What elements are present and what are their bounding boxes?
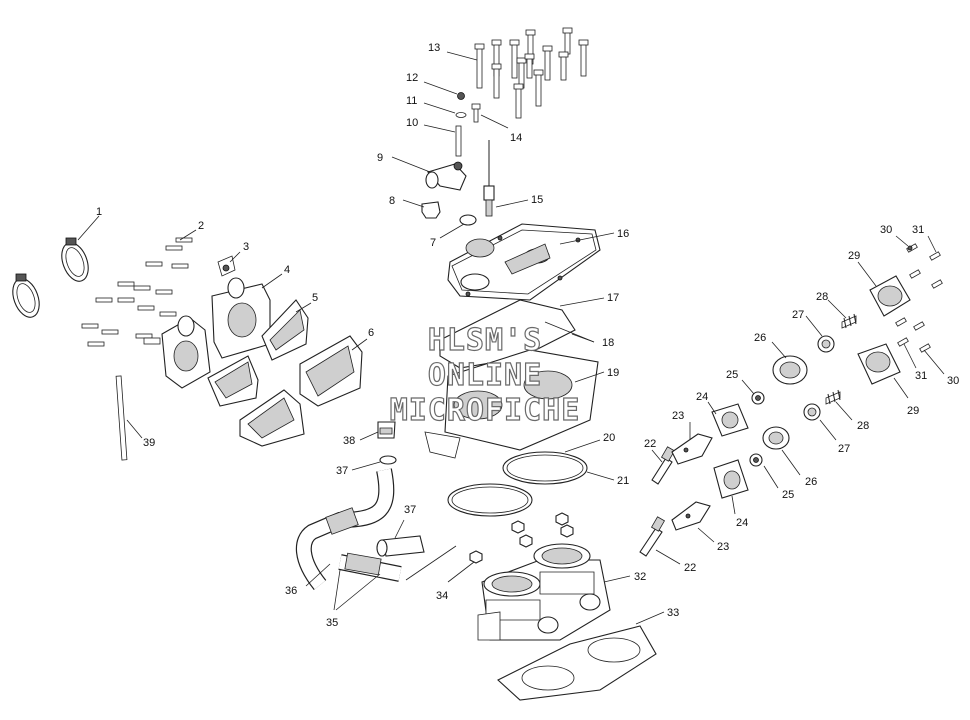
callout-29-upper: 29 <box>848 250 860 262</box>
callout-38: 38 <box>343 435 355 447</box>
callout-30-lower: 30 <box>947 375 959 387</box>
covers-24 <box>707 401 749 515</box>
callout-25-lower: 25 <box>782 489 794 501</box>
small-hardware-12-11-10-14 <box>423 81 509 157</box>
callout-37-lower: 37 <box>404 504 416 516</box>
callout-2: 2 <box>198 220 204 232</box>
springs-28 <box>825 299 857 421</box>
callout-36: 36 <box>285 585 297 597</box>
head-gasket-orings <box>439 297 605 369</box>
callout-23-lower: 23 <box>717 541 729 553</box>
callout-39: 39 <box>143 437 155 449</box>
callout-10: 10 <box>406 117 418 129</box>
callout-37-upper: 37 <box>336 465 348 477</box>
callout-31-lower: 31 <box>915 370 927 382</box>
gaskets-23 <box>671 422 715 543</box>
callout-17: 17 <box>607 292 619 304</box>
callout-22-lower: 22 <box>684 562 696 574</box>
callout-21: 21 <box>617 475 629 487</box>
callout-19: 19 <box>607 367 619 379</box>
callout-4: 4 <box>284 264 290 276</box>
callout-24-lower: 24 <box>736 517 748 529</box>
callout-27-lower: 27 <box>838 443 850 455</box>
callout-24-upper: 24 <box>696 391 708 403</box>
callout-1: 1 <box>96 206 102 218</box>
callout-28-lower: 28 <box>857 420 869 432</box>
cylinder-head <box>424 349 605 459</box>
thermostat-housing-group <box>391 140 529 239</box>
callout-18: 18 <box>602 337 614 349</box>
reed-blocks <box>207 299 368 447</box>
intake-bolts-2 <box>81 229 197 347</box>
cylinder-head-cover <box>447 223 615 301</box>
nuts <box>447 512 574 583</box>
callout-9: 9 <box>377 152 383 164</box>
impellers-26 <box>762 341 808 476</box>
callout-20: 20 <box>603 432 615 444</box>
callout-11: 11 <box>406 95 417 107</box>
callout-15: 15 <box>531 194 543 206</box>
callout-35: 35 <box>326 617 338 629</box>
callout-3: 3 <box>243 241 249 253</box>
callout-28-upper: 28 <box>816 291 828 303</box>
callout-23-upper: 23 <box>672 410 684 422</box>
cylinder-head-bolts <box>446 27 589 119</box>
callout-16: 16 <box>617 228 629 240</box>
bearings-27 <box>803 315 837 441</box>
callout-26-lower: 26 <box>805 476 817 488</box>
dipstick <box>115 375 143 461</box>
watermark-line-1: HLSM'S <box>428 323 542 358</box>
callout-32: 32 <box>634 571 646 583</box>
intake-manifold <box>161 251 283 389</box>
callout-34: 34 <box>436 590 448 602</box>
callout-7: 7 <box>430 237 436 249</box>
callout-13: 13 <box>428 42 440 54</box>
callout-26-upper: 26 <box>754 332 766 344</box>
hose-clamps <box>12 215 100 318</box>
seals-25 <box>741 379 779 489</box>
callout-22-upper: 22 <box>644 438 656 450</box>
callout-30-upper: 30 <box>880 224 892 236</box>
callout-8: 8 <box>389 195 395 207</box>
pump-covers-29 <box>857 261 911 399</box>
spark-plugs-22 <box>639 446 681 565</box>
callout-12: 12 <box>406 72 418 84</box>
base-gasket <box>497 611 665 701</box>
watermark-line-3: MICROFICHE <box>390 393 581 428</box>
callout-33: 33 <box>667 607 679 619</box>
cylinder-head-orings <box>447 439 615 517</box>
watermark-line-2: ONLINE <box>428 358 542 393</box>
callout-14: 14 <box>510 132 522 144</box>
callout-29-lower: 29 <box>907 405 919 417</box>
screws-30-31 <box>895 235 945 375</box>
callout-5: 5 <box>312 292 318 304</box>
callout-27-upper: 27 <box>792 309 804 321</box>
cylinders <box>477 543 631 641</box>
callout-25-upper: 25 <box>726 369 738 381</box>
hoses <box>295 421 457 611</box>
watermark: HLSM'S ONLINE MICROFICHE <box>389 322 581 428</box>
callout-6: 6 <box>368 327 374 339</box>
callout-labels: 1 2 3 4 5 6 7 8 9 10 11 12 13 14 15 16 1… <box>96 42 959 629</box>
callout-31-upper: 31 <box>912 224 924 236</box>
